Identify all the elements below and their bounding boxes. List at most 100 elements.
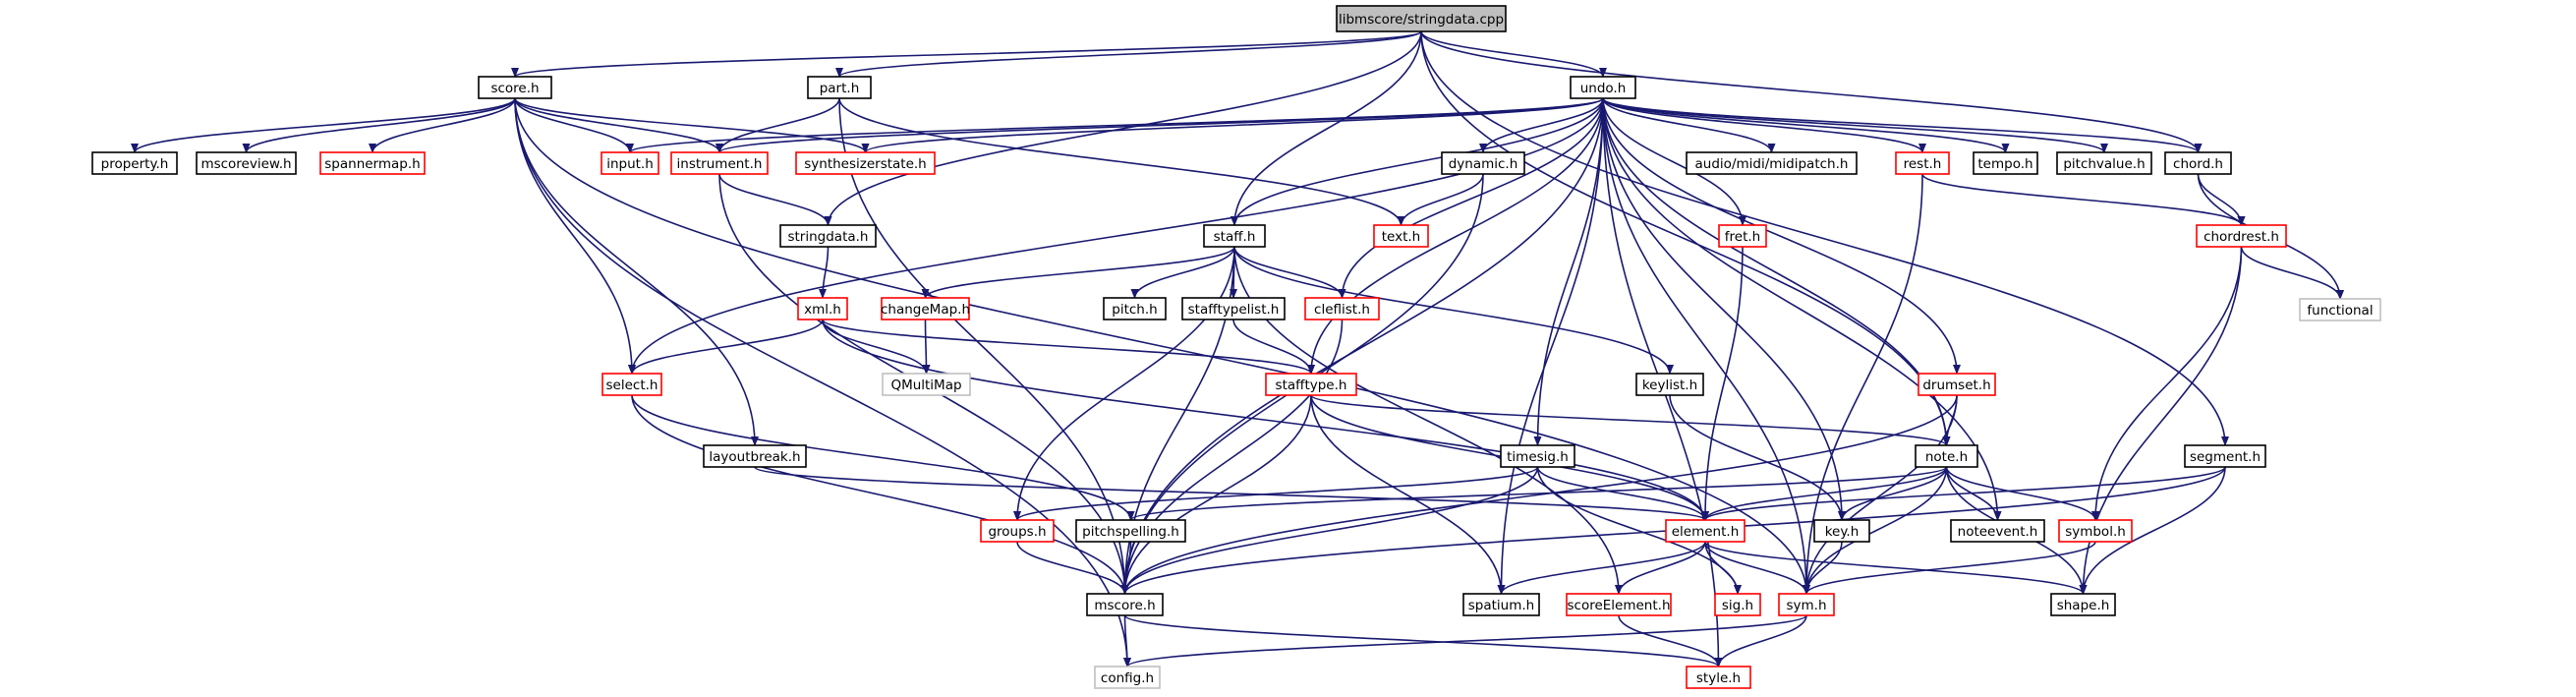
- edge-xml_h-to-QMultiMap: [822, 319, 931, 375]
- node-label-symbol_h: symbol.h: [2065, 524, 2126, 540]
- node-label-property_h: property.h: [101, 156, 169, 172]
- node-libmscore_stringdata_cpp[interactable]: libmscore/stringdata.cpp: [1336, 5, 1507, 32]
- node-label-mscoreview_h: mscoreview.h: [200, 156, 291, 172]
- node-label-input_h: input.h: [606, 156, 654, 172]
- node-label-stafftypelist_h: stafftypelist.h: [1188, 302, 1280, 318]
- node-chordrest_h[interactable]: chordrest.h: [2196, 224, 2287, 248]
- node-changeMap_h[interactable]: changeMap.h: [881, 297, 970, 320]
- edge-undo_h-to-input_h: [626, 97, 1604, 153]
- node-cleflist_h[interactable]: cleflist.h: [1304, 297, 1380, 320]
- node-box-spatium_h: [1462, 593, 1540, 616]
- edge-undo_h-to-spatium_h: [1497, 97, 1604, 595]
- node-label-pitchvalue_h: pitchvalue.h: [2063, 156, 2145, 172]
- node-label-select_h: select.h: [606, 378, 658, 393]
- node-label-keylist_h: keylist.h: [1642, 378, 1697, 393]
- node-stringdata_h[interactable]: stringdata.h: [779, 224, 877, 248]
- node-pitchspelling_h[interactable]: pitchspelling.h: [1075, 519, 1186, 543]
- node-staff_h[interactable]: staff.h: [1203, 224, 1266, 248]
- node-spatium_h[interactable]: spatium.h: [1462, 593, 1540, 616]
- edge-undo_h-to-staff_h: [1231, 97, 1604, 226]
- node-drumset_h[interactable]: drumset.h: [1918, 373, 1996, 396]
- node-chord_h[interactable]: chord.h: [2164, 151, 2232, 175]
- node-fret_h[interactable]: fret.h: [1718, 224, 1767, 248]
- edge-segment_h-to-element_h: [1701, 466, 2226, 521]
- node-style_h[interactable]: style.h: [1686, 666, 1751, 689]
- node-QMultiMap[interactable]: QMultiMap: [882, 373, 971, 396]
- node-sig_h[interactable]: sig.h: [1714, 593, 1761, 616]
- node-box-select_h: [601, 373, 662, 396]
- node-groups_h[interactable]: groups.h: [980, 519, 1055, 543]
- node-keylist_h[interactable]: keylist.h: [1635, 373, 1704, 396]
- node-xml_h[interactable]: xml.h: [797, 297, 848, 320]
- edge-drumset_h-to-mscore_h: [1120, 394, 1958, 595]
- node-text_h[interactable]: text.h: [1373, 224, 1429, 248]
- node-rest_h[interactable]: rest.h: [1895, 151, 1950, 175]
- node-synthesizerstate_h[interactable]: synthesizerstate.h: [795, 151, 936, 175]
- node-box-pitchspelling_h: [1075, 519, 1186, 543]
- edge-cleflist_h-to-mscore_h: [1120, 319, 1344, 595]
- node-pitch_h[interactable]: pitch.h: [1103, 297, 1167, 320]
- node-noteevent_h[interactable]: noteevent.h: [1950, 519, 2045, 543]
- node-label-chordrest_h: chordrest.h: [2204, 229, 2279, 245]
- node-box-symbol_h: [2058, 519, 2133, 543]
- node-key_h[interactable]: key.h: [1813, 519, 1870, 543]
- node-segment_h[interactable]: segment.h: [2184, 444, 2266, 468]
- node-box-stafftype_h: [1265, 373, 1357, 396]
- node-mscoreview_h[interactable]: mscoreview.h: [196, 151, 297, 175]
- edge-timesig_h-to-element_h: [1536, 466, 1709, 521]
- node-box-cleflist_h: [1304, 297, 1380, 320]
- node-part_h[interactable]: part.h: [807, 76, 872, 99]
- edge-element_h-to-shape_h: [1704, 541, 2088, 595]
- edge-score_h-to-config_h: [514, 97, 1131, 668]
- node-note_h[interactable]: note.h: [1915, 444, 1978, 468]
- node-label-key_h: key.h: [1825, 524, 1860, 540]
- node-select_h[interactable]: select.h: [601, 373, 662, 396]
- edge-undo_h-to-key_h: [1602, 97, 1846, 521]
- node-audio_midi_midipatch_h[interactable]: audio/midi/midipatch.h: [1686, 151, 1858, 175]
- edge-undo_h-to-mscore_h: [1120, 97, 1604, 595]
- node-undo_h[interactable]: undo.h: [1570, 76, 1636, 99]
- node-functional[interactable]: functional: [2299, 298, 2381, 321]
- node-label-libmscore_stringdata_cpp: libmscore/stringdata.cpp: [1339, 12, 1504, 28]
- node-shape_h[interactable]: shape.h: [2050, 593, 2116, 616]
- node-layoutbreak_h[interactable]: layoutbreak.h: [703, 444, 807, 468]
- node-spannermap_h[interactable]: spannermap.h: [319, 151, 426, 175]
- node-scoreElement_h[interactable]: scoreElement.h: [1566, 593, 1672, 616]
- node-pitchvalue_h[interactable]: pitchvalue.h: [2056, 151, 2152, 175]
- edge-sym_h-to-config_h: [1123, 614, 1807, 668]
- edge-stafftypelist_h-to-stafftype_h: [1232, 319, 1315, 375]
- node-property_h[interactable]: property.h: [91, 151, 178, 175]
- node-box-key_h: [1813, 519, 1870, 543]
- edge-timesig_h-to-groups_h: [1013, 466, 1539, 521]
- node-input_h[interactable]: input.h: [601, 151, 659, 175]
- node-instrument_h[interactable]: instrument.h: [670, 151, 769, 175]
- node-stafftype_h[interactable]: stafftype.h: [1265, 373, 1357, 396]
- node-config_h[interactable]: config.h: [1094, 666, 1161, 689]
- node-dynamic_h[interactable]: dynamic.h: [1441, 151, 1525, 175]
- node-symbol_h[interactable]: symbol.h: [2058, 519, 2133, 543]
- edge-score_h-to-mscoreview_h: [242, 97, 516, 153]
- node-element_h[interactable]: element.h: [1665, 519, 1746, 543]
- node-label-fret_h: fret.h: [1725, 229, 1760, 245]
- node-mscore_h[interactable]: mscore.h: [1086, 593, 1164, 616]
- edge-chord_h-to-chordrest_h: [2197, 173, 2246, 226]
- node-label-stringdata_h: stringdata.h: [787, 229, 868, 245]
- edge-select_h-to-mscore_h: [631, 394, 1129, 595]
- node-label-xml_h: xml.h: [804, 302, 841, 318]
- node-label-spatium_h: spatium.h: [1468, 598, 1534, 613]
- edge-pitchspelling_h-to-mscore_h: [1120, 541, 1132, 595]
- edge-timesig_h-to-mscore_h: [1120, 466, 1539, 595]
- node-tempo_h[interactable]: tempo.h: [1973, 151, 2038, 175]
- node-sym_h[interactable]: sym.h: [1778, 593, 1835, 616]
- node-box-libmscore_stringdata_cpp: [1336, 5, 1507, 32]
- node-box-audio_midi_midipatch_h: [1686, 151, 1858, 175]
- node-box-synthesizerstate_h: [795, 151, 936, 175]
- node-box-chord_h: [2164, 151, 2232, 175]
- node-score_h[interactable]: score.h: [478, 76, 552, 99]
- node-box-segment_h: [2184, 444, 2266, 468]
- edge-segment_h-to-shape_h: [2079, 466, 2226, 595]
- node-stafftypelist_h[interactable]: stafftypelist.h: [1181, 297, 1286, 320]
- edge-score_h-to-property_h: [131, 97, 516, 153]
- node-box-property_h: [91, 151, 178, 175]
- node-timesig_h[interactable]: timesig.h: [1500, 444, 1575, 468]
